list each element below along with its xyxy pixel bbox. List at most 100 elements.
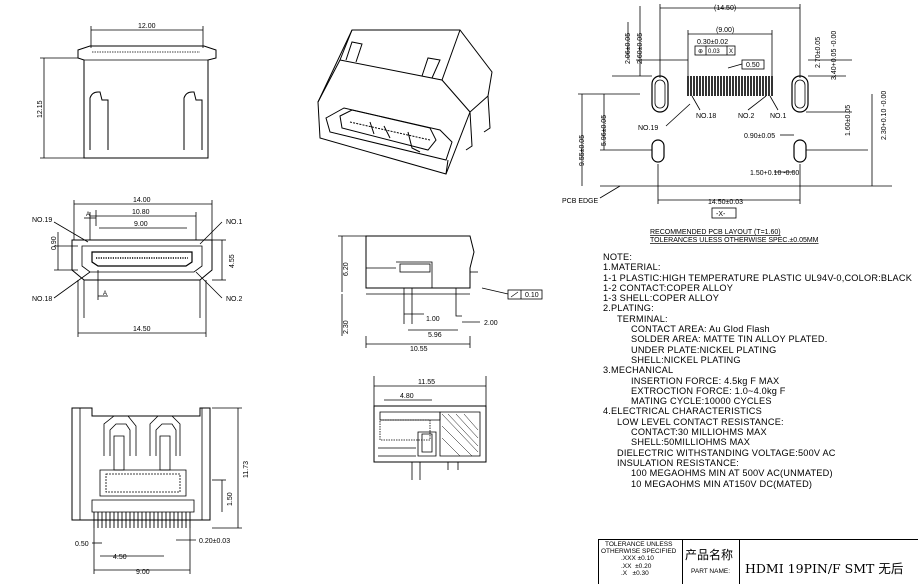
pcb-dim-left2: 2.60±0.05 — [637, 33, 644, 64]
note-line: SHELL:NICKEL PLATING — [631, 354, 741, 365]
pcb-tolerance-caption: TOLERANCES ULESS OTHERWISE SPEC.±0.05MM — [650, 237, 819, 244]
tol-line: .XXX ±0.10 — [621, 555, 654, 563]
notes-block: NOTE: 1.MATERIAL: 1-1 PLASTIC:HIGH TEMPE… — [603, 252, 918, 489]
top-view: 12.00 12.15 — [37, 23, 217, 159]
pcb-dim-right1: 2.70±0.05 — [815, 37, 822, 68]
note-line: SOLDER AREA: MATTE TIN ALLOY PLATED. — [631, 334, 828, 345]
dim-side-d3: 2.00 — [484, 320, 498, 327]
note-line: INSERTION FORCE: 4.5kg F MAX — [631, 375, 780, 386]
dim-bottom-d2: 0.50 — [75, 541, 89, 548]
note-line: DIELECTRIC WITHSTANDING VOLTAGE:500V AC — [617, 447, 836, 458]
bottom-pins — [93, 512, 191, 528]
pcb-dim-050: 0.50 — [746, 62, 760, 69]
pcb-dim-left1: 2.06±0.05 — [625, 33, 632, 64]
note-line: CONTACT:30 MILLIOHMS MAX — [631, 427, 767, 438]
dim-front-h1: 0.90 — [51, 236, 58, 250]
dim-front-w4: 14.50 — [133, 326, 151, 333]
pcb-dim-vert2: 5.96±0.05 — [601, 115, 608, 146]
pcb-label-no2: NO.2 — [738, 113, 754, 120]
tol-flatness: 0.10 — [525, 292, 539, 299]
section-view: 11.55 4.80 — [373, 376, 487, 480]
dim-bottom-d1: 1.50 — [227, 492, 234, 506]
label-front-no19: NO.19 — [32, 217, 52, 224]
dim-front-h2: 4.55 — [229, 254, 236, 268]
dim-side-h2: 2.30 — [343, 320, 350, 334]
dim-side-d1: 1.00 — [426, 316, 440, 323]
position-tolerance-icon: ⊕ — [698, 49, 703, 55]
pcb-tol-ref: X — [729, 49, 733, 55]
tol-line: .XX ±0.20 — [621, 562, 652, 570]
dim-bottom-d4: 4.50 — [113, 554, 127, 561]
dim-top-height: 12.15 — [37, 100, 44, 118]
front-view: 14.00 10.80 9.00 A A 0.90 4.55 NO.19 NO.… — [32, 197, 242, 337]
pcb-pads — [687, 76, 773, 96]
tol-line: OTHERWISE SPECIFIED — [601, 548, 677, 556]
bottom-view: 11.73 1.50 0.50 0.20±0.03 4.50 9.00 — [71, 407, 250, 576]
dim-side-h1: 6.20 — [343, 262, 350, 276]
section-mark-a-bottom: A — [103, 291, 107, 297]
note-line: TERMINAL: — [617, 313, 668, 324]
note-line: EXTROCTION FORCE: 1.0~4.0kg F — [631, 385, 786, 396]
pcb-dim-right2: 3.40+0.05 -0.00 — [831, 31, 838, 80]
note-line: 1-2 CONTACT:COPER ALLOY — [603, 282, 734, 293]
label-front-no1: NO.1 — [226, 219, 242, 226]
note-line: MATING CYCLE:10000 CYCLES — [631, 396, 772, 407]
pcb-dim-mid: (9.00) — [716, 27, 734, 34]
dim-bottom-height: 11.73 — [243, 461, 250, 478]
label-front-no18: NO.18 — [32, 296, 52, 303]
pcb-dim-150: 1.50+0.10 -0.00 — [750, 170, 799, 177]
note-line: SHELL:50MILLIOHMS MAX — [631, 437, 751, 448]
dim-front-w3: 9.00 — [134, 221, 148, 228]
part-name-cell: HDMI 19PIN/F SMT 无后 — [740, 540, 918, 584]
pcb-label-no1: NO.1 — [770, 113, 786, 120]
note-line: 1.MATERIAL: — [603, 262, 661, 273]
dim-bottom-d5: 9.00 — [136, 569, 150, 576]
pcb-pitch: 0.30±0.02 — [697, 39, 728, 46]
pcb-label-no19: NO.19 — [638, 125, 658, 132]
dim-front-w2: 10.80 — [132, 209, 150, 216]
pcb-dim-vert1: 9.55±0.05 — [579, 135, 586, 166]
note-line: 1-1 PLASTIC:HIGH TEMPERATURE PLASTIC UL9… — [603, 272, 913, 283]
note-line: 3.MECHANICAL — [603, 365, 674, 376]
pcb-dim-top: (14.50) — [714, 5, 736, 12]
part-title: HDMI 19PIN/F SMT 无后 — [745, 561, 904, 576]
note-line: UNDER PLATE:NICKEL PLATING — [631, 344, 777, 355]
dim-front-w1: 14.00 — [133, 197, 151, 204]
isometric-view — [317, 29, 493, 175]
note-line: 100 MEGAOHMS MIN AT 500V AC(UNMATED) — [631, 468, 833, 479]
note-line: 4.ELECTRICAL CHARACTERISTICS — [603, 406, 762, 417]
section-mark-a-top: A — [86, 212, 90, 218]
note-line: INSULATION RESISTANCE: — [617, 457, 739, 468]
dim-side-d2: 5.96 — [428, 332, 442, 339]
note-line: LOW LEVEL CONTACT RESISTANCE: — [617, 416, 784, 427]
tolerance-cell: TOLERANCE UNLESS OTHERWISE SPECIFIED .XX… — [599, 540, 683, 584]
dim-top-width: 12.00 — [138, 23, 156, 30]
pcb-dim-090: 0.90±0.05 — [744, 133, 775, 140]
part-name-label: PART NAME: — [691, 568, 731, 575]
note-line: NOTE: — [603, 252, 633, 262]
dim-section-w2: 4.80 — [400, 393, 414, 400]
pcb-dim-1450: 14.50±0.03 — [708, 199, 743, 206]
part-name-label-cell: 产品名称 PART NAME: — [683, 540, 740, 584]
label-front-no2: NO.2 — [226, 296, 242, 303]
pcb-layout: (14.50) (9.00) 0.30±0.02 ⊕ 0.03 X 0.50 2… — [562, 4, 892, 244]
tol-line: .X ±0.30 — [621, 569, 649, 577]
dim-section-w1: 11.55 — [418, 379, 435, 386]
note-line: CONTACT AREA: Au Glod Flash — [631, 324, 770, 335]
pcb-caption: RECOMMENDED PCB LAYOUT (T=1.60) — [650, 229, 781, 236]
note-line: 10 MEGAOHMS MIN AT150V DC(MATED) — [631, 478, 813, 489]
pcb-tol-value: 0.03 — [708, 49, 720, 55]
pcb-edge-label: PCB EDGE — [562, 198, 599, 205]
tol-line: TOLERANCE UNLESS — [605, 541, 673, 548]
note-line: 1-3 SHELL:COPER ALLOY — [603, 293, 720, 304]
pcb-datum-x: -X- — [716, 211, 726, 218]
dim-side-width: 10.55 — [410, 346, 428, 353]
dim-bottom-d3: 0.20±0.03 — [199, 538, 230, 545]
pcb-dim-230: 2.30+0.10 -0.00 — [881, 91, 888, 140]
note-line: 2.PLATING: — [603, 303, 654, 314]
product-name-cn: 产品名称 — [685, 548, 734, 562]
pcb-dim-160: 1.60±0.05 — [845, 105, 852, 136]
side-view: 6.20 0.10 2.30 1.00 5.96 2.00 10.55 — [338, 235, 543, 353]
pcb-label-no18: NO.18 — [696, 113, 716, 120]
